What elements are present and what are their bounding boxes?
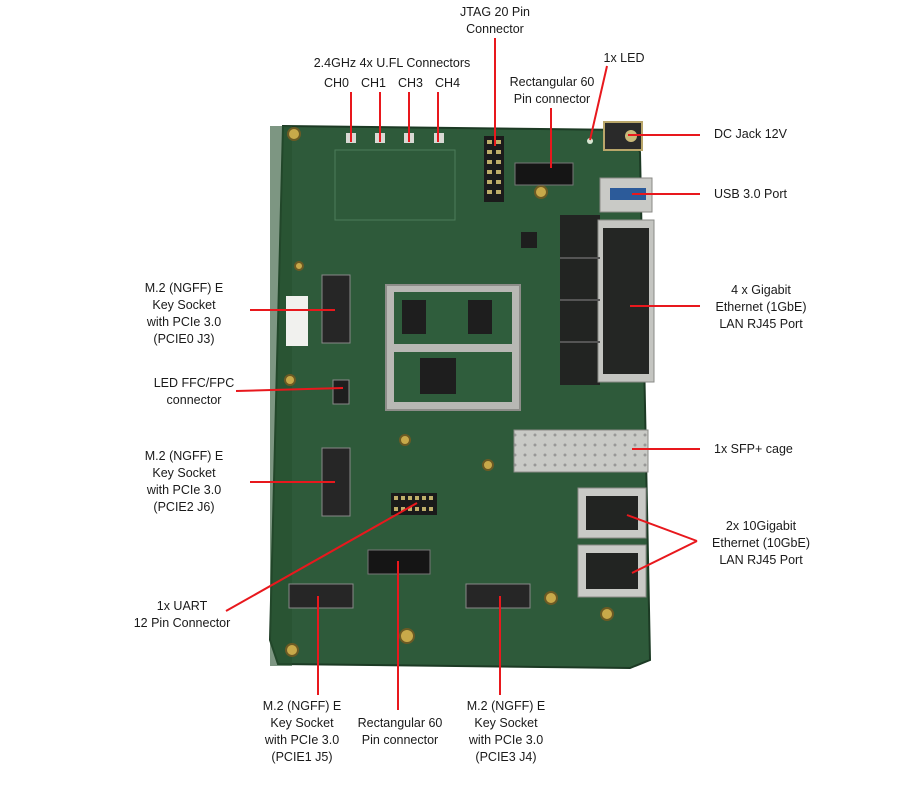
label-m2-j6-line3: with PCIe 3.0	[146, 483, 222, 497]
m2-socket-j4	[465, 583, 531, 609]
label-sfp: 1x SFP+ cage	[714, 442, 793, 456]
label-led-ffc-line1: LED FFC/FPC	[153, 376, 235, 390]
label-m2-j5-line3: with PCIe 3.0	[264, 733, 340, 747]
label-jtag-line1: JTAG 20 Pin	[460, 5, 530, 19]
serial-sticker	[286, 296, 308, 346]
label-led-ffc-line2: connector	[166, 393, 222, 407]
label-jtag: JTAG 20 Pin Connector	[445, 4, 545, 38]
pcb-edge-left	[270, 126, 292, 666]
label-rect60-bottom-line2: Pin connector	[361, 733, 439, 747]
label-m2-j5: M.2 (NGFF) E Key Socket with PCIe 3.0 (P…	[252, 698, 352, 766]
led	[587, 138, 593, 144]
label-jtag-line2: Connector	[466, 22, 524, 36]
label-gbe-line1: 4 x Gigabit	[731, 283, 791, 297]
label-m2-j4: M.2 (NGFF) E Key Socket with PCIe 3.0 (P…	[456, 698, 556, 766]
label-rect60-top-line2: Pin connector	[513, 92, 591, 106]
label-usb: USB 3.0 Port	[714, 187, 787, 201]
label-m2-j4-line2: Key Socket	[474, 716, 538, 730]
leader-lines	[225, 38, 700, 710]
sfp-cage	[513, 429, 649, 473]
label-uart: 1x UART 12 Pin Connector	[130, 598, 234, 632]
label-m2-j6: M.2 (NGFF) E Key Socket with PCIe 3.0 (P…	[132, 448, 236, 516]
label-m2-j3-line2: Key Socket	[152, 298, 216, 312]
label-rect60-bottom: Rectangular 60 Pin connector	[348, 715, 452, 749]
label-ch3: CH3	[398, 76, 424, 90]
label-m2-j3-line3: with PCIe 3.0	[146, 315, 222, 329]
label-led-ffc: LED FFC/FPC connector	[148, 375, 240, 409]
label-10gbe-line2: Ethernet (10GbE)	[712, 536, 810, 550]
label-10gbe-line3: LAN RJ45 Port	[719, 553, 803, 567]
jtag-header	[484, 136, 504, 202]
label-gbe-line3: LAN RJ45 Port	[719, 317, 803, 331]
label-ch1: CH1	[360, 76, 386, 90]
label-m2-j5-line2: Key Socket	[270, 716, 334, 730]
label-ch4: CH4	[435, 76, 461, 90]
label-m2-j3-line4: (PCIE0 J3)	[153, 332, 215, 346]
label-uart-line2: 12 Pin Connector	[133, 616, 231, 630]
label-gbe: 4 x Gigabit Ethernet (1GbE) LAN RJ45 Por…	[702, 282, 820, 333]
label-m2-j5-line4: (PCIE1 J5)	[271, 750, 333, 764]
leader-led	[589, 65, 608, 141]
rect60-connector-top	[514, 162, 574, 186]
label-gbe-line2: Ethernet (1GbE)	[715, 300, 807, 314]
led-ffc-connector	[332, 379, 350, 405]
label-dc-jack: DC Jack 12V	[714, 127, 787, 141]
label-m2-j6-line2: Key Socket	[152, 466, 216, 480]
label-rect60-top: Rectangular 60 Pin connector	[500, 74, 604, 108]
m2-socket-j6	[321, 447, 351, 517]
soc-shield	[385, 284, 521, 411]
gbe-rj45-block	[560, 215, 655, 385]
label-10gbe: 2x 10Gigabit Ethernet (10GbE) LAN RJ45 P…	[700, 518, 822, 569]
label-m2-j5-line1: M.2 (NGFF) E	[262, 699, 342, 713]
m2-socket-j5	[288, 583, 354, 609]
ic-chip	[521, 232, 537, 248]
label-m2-j4-line3: with PCIe 3.0	[468, 733, 544, 747]
leader-uart	[225, 502, 418, 612]
mounting-holes	[284, 127, 614, 657]
label-m2-j6-line4: (PCIE2 J6)	[153, 500, 215, 514]
label-ufl-channels: CH0 CH1 CH3 CH4	[302, 75, 482, 92]
label-rect60-bottom-line1: Rectangular 60	[357, 716, 443, 730]
label-uart-line1: 1x UART	[156, 599, 208, 613]
label-rect60-top-line1: Rectangular 60	[509, 75, 595, 89]
label-ch0: CH0	[323, 76, 349, 90]
leader-10gbe-b	[631, 540, 698, 574]
label-ufl-title: 2.4GHz 4x U.FL Connectors	[313, 56, 471, 70]
label-m2-j3: M.2 (NGFF) E Key Socket with PCIe 3.0 (P…	[132, 280, 236, 348]
label-m2-j4-line4: (PCIE3 J4)	[475, 750, 537, 764]
label-m2-j6-line1: M.2 (NGFF) E	[144, 449, 224, 463]
leader-10gbe-a	[626, 514, 698, 542]
leader-led-ffc	[235, 387, 344, 392]
label-led: 1x LED	[603, 51, 645, 65]
label-m2-j4-line1: M.2 (NGFF) E	[466, 699, 546, 713]
label-10gbe-line1: 2x 10Gigabit	[725, 519, 797, 533]
label-m2-j3-line1: M.2 (NGFF) E	[144, 281, 224, 295]
